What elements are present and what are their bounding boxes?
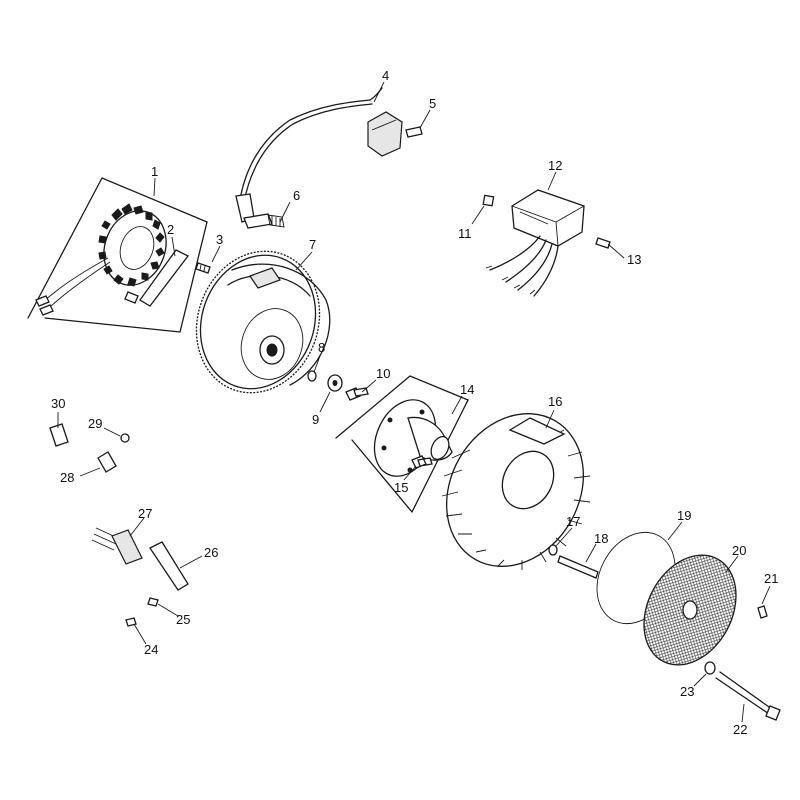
- callout-7: 7: [309, 237, 316, 252]
- ignition-module: [235, 87, 403, 229]
- washer-17: [548, 544, 558, 556]
- rectifier-regulator: [485, 189, 585, 297]
- callout-20: 20: [732, 543, 746, 558]
- bolt-15: [411, 455, 433, 469]
- callout-10: 10: [376, 366, 390, 381]
- washer-29: [120, 433, 130, 443]
- screw-3: [195, 262, 211, 274]
- callout-2: 2: [167, 222, 174, 237]
- debris-screen: [643, 554, 737, 666]
- callout-labels: 1 2 3 4 5 6 7 8 9 10 11 12 13 14 15 16 1…: [51, 68, 778, 737]
- callout-18: 18: [594, 531, 608, 546]
- leader-lines: [57, 81, 771, 723]
- stator: [98, 203, 167, 287]
- callout-17: 17: [566, 514, 580, 529]
- callout-3: 3: [216, 232, 223, 247]
- screw-13: [595, 237, 611, 249]
- bolt-22: [715, 671, 781, 721]
- callout-14: 14: [460, 382, 474, 397]
- callout-6: 6: [293, 188, 300, 203]
- cooling-fan: [441, 413, 591, 570]
- callout-27: 27: [138, 506, 152, 521]
- nut-25: [147, 597, 159, 607]
- callout-12: 12: [548, 158, 562, 173]
- callout-22: 22: [733, 722, 747, 737]
- callout-30: 30: [51, 396, 65, 411]
- callout-13: 13: [627, 252, 641, 267]
- screw-24: [125, 617, 137, 627]
- callout-24: 24: [144, 642, 158, 657]
- callout-26: 26: [204, 545, 218, 560]
- callout-16: 16: [548, 394, 562, 409]
- clip-30: [49, 423, 69, 447]
- callout-25: 25: [176, 612, 190, 627]
- flywheel: [195, 250, 331, 394]
- callout-4: 4: [382, 68, 389, 83]
- callout-8: 8: [318, 340, 325, 355]
- screw-21: [757, 605, 768, 619]
- callout-23: 23: [680, 684, 694, 699]
- screw-5: [405, 126, 423, 138]
- callout-15: 15: [394, 480, 408, 495]
- connector-27: [91, 527, 143, 565]
- washer-23: [704, 661, 716, 675]
- stator-assembly: [27, 177, 208, 333]
- callout-9: 9: [312, 412, 319, 427]
- callout-11: 11: [458, 226, 472, 241]
- clip-28: [97, 451, 117, 473]
- pin-18: [557, 555, 599, 579]
- callout-29: 29: [88, 416, 102, 431]
- callout-1: 1: [151, 164, 158, 179]
- lead-clip: [139, 249, 189, 307]
- callout-19: 19: [677, 508, 691, 523]
- callout-28: 28: [60, 470, 74, 485]
- callout-21: 21: [764, 571, 778, 586]
- nut-11: [482, 194, 495, 207]
- washer-8: [307, 370, 317, 382]
- bracket-26: [149, 541, 189, 591]
- callout-5: 5: [429, 96, 436, 111]
